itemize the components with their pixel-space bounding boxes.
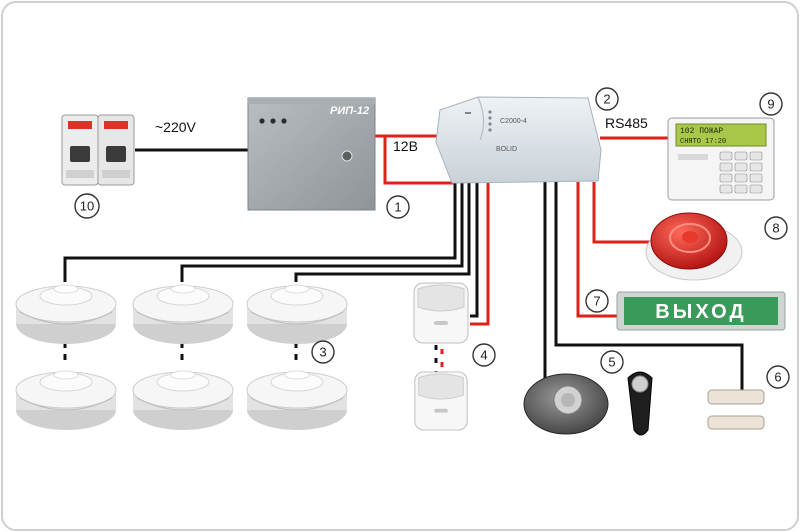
siren-wire: [592, 182, 652, 244]
svg-text:4: 4: [480, 348, 487, 363]
svg-text:3: 3: [319, 345, 326, 360]
keypad-display-line1: 102 ПОЖАР: [680, 127, 723, 136]
wiring: [63, 134, 744, 390]
power-supply: РИП-12: [247, 97, 376, 211]
smoke-detector: [246, 284, 348, 345]
svg-text:9: 9: [767, 97, 774, 112]
motion-loop-wire: [470, 182, 479, 318]
label-power-supply: 1: [386, 195, 410, 219]
exit-sign-wire: [576, 182, 618, 318]
smoke-detector: [15, 370, 117, 431]
lock-icon: [341, 150, 353, 162]
svg-text:8: 8: [772, 221, 779, 236]
key-fob-icon: [627, 371, 653, 436]
indicator-dot: [259, 118, 265, 124]
magnet-loop-wire: [554, 182, 744, 390]
controller-brand: BOLID: [496, 146, 517, 153]
keypad-keys: [719, 151, 763, 194]
label-motion-detectors: 4: [472, 343, 496, 367]
smoke-detector: [132, 284, 234, 345]
exit-sign-text: ВЫХОД: [655, 301, 746, 323]
magnetic-contact: [707, 389, 765, 405]
indicator-dot: [270, 118, 276, 124]
svg-text:6: 6: [774, 370, 781, 385]
label-smoke-detectors: 3: [311, 340, 335, 364]
motion-power-wire: [470, 182, 490, 326]
smoke-detector: [132, 370, 234, 431]
power-supply-model: РИП-12: [330, 105, 369, 117]
controller: С2000-4 BOLID: [435, 96, 602, 184]
circuit-breaker: [61, 114, 135, 186]
magnetic-contact: [707, 415, 765, 430]
supply-wire-minus: [383, 136, 455, 185]
label-controller: 2: [595, 87, 619, 111]
svg-text:1: 1: [394, 200, 401, 215]
rs485-label: RS485: [605, 115, 648, 131]
supply-voltage-label: 12В: [393, 138, 418, 154]
keypad: 102 ПОЖАР СНЯТО 17:20: [667, 117, 775, 201]
motion-detector: [413, 282, 469, 344]
indicator-dot: [281, 118, 287, 124]
siren: [645, 212, 743, 281]
mains-voltage-label: ~220V: [155, 119, 197, 135]
smoke-detector: [15, 284, 117, 345]
smoke-loop-2-wire: [180, 182, 464, 282]
svg-text:10: 10: [80, 199, 94, 214]
label-magnetic-contacts: 6: [766, 365, 790, 389]
access-reader: [523, 373, 609, 435]
smoke-loop-3-wire: [294, 182, 471, 282]
smoke-loop-1-wire: [63, 182, 457, 282]
controller-model: С2000-4: [500, 118, 527, 125]
svg-text:2: 2: [603, 92, 610, 107]
svg-text:5: 5: [608, 355, 615, 370]
keypad-logo: [678, 154, 708, 160]
exit-sign: ВЫХОД: [616, 291, 786, 331]
label-access-reader: 5: [600, 350, 624, 374]
label-keypad: 9: [759, 92, 783, 116]
magnetic-contacts: [707, 389, 765, 430]
label-circuit-breaker: 10: [74, 193, 100, 219]
svg-text:7: 7: [593, 294, 600, 309]
motion-detector: [414, 371, 468, 431]
label-exit-sign: 7: [585, 289, 609, 313]
label-siren: 8: [764, 216, 788, 240]
smoke-detector: [246, 370, 348, 431]
keypad-display-line2: СНЯТО 17:20: [680, 138, 726, 146]
